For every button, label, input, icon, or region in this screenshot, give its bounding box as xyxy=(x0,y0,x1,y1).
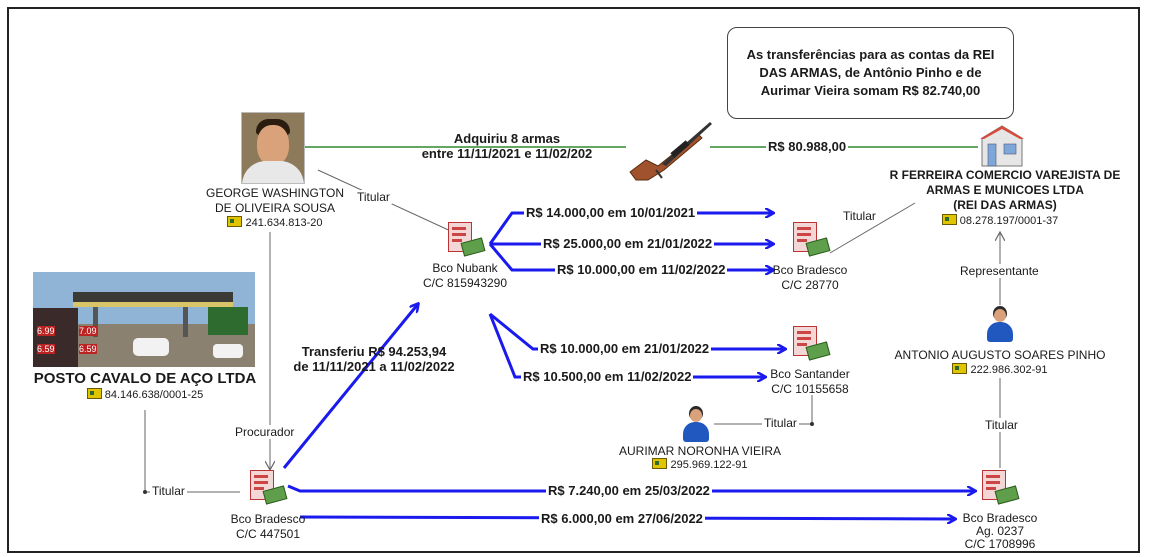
posto-sign-price-3: 6.59 xyxy=(37,344,55,354)
posto-cnpj: 84.146.638/0001-25 xyxy=(104,389,204,401)
antonio-cpf: 222.986.302-91 xyxy=(970,364,1048,376)
transfer-label-t6: R$ 7.240,00 em 25/03/2022 xyxy=(546,483,712,498)
rei-amount-label: R$ 80.988,00 xyxy=(766,139,849,154)
titular-rei-bradesco xyxy=(829,202,916,254)
aurimar-cpf: 295.969.122-91 xyxy=(670,459,748,471)
account-label-bradesco-28770: Bco Bradesco C/C 28770 xyxy=(772,263,848,292)
account-label-santander: Bco Santander C/C 10155658 xyxy=(770,367,850,396)
posto-sign-price-1: 6.99 xyxy=(37,326,55,336)
posto-name: POSTO CAVALO DE AÇO LTDA xyxy=(33,370,257,387)
account-label-nubank: Bco Nubank C/C 815943290 xyxy=(422,261,508,290)
summary-callout: As transferências para as contas da REI … xyxy=(727,27,1014,119)
account-icon-bradesco-28770 xyxy=(793,222,831,258)
procurador-label: Procurador xyxy=(233,425,297,439)
transfer-label-t2: R$ 25.000,00 em 21/01/2022 xyxy=(541,236,715,251)
george-photo xyxy=(241,112,305,184)
antonio-name: ANTONIO AUGUSTO SOARES PINHO xyxy=(894,348,1106,362)
transfer-arrow-t6 xyxy=(287,484,975,491)
rei-cnpj: 08.278.197/0001-37 xyxy=(959,215,1059,227)
id-card-icon xyxy=(227,216,243,227)
transfer-main-label: Transferiu R$ 94.253,94 de 11/11/2021 a … xyxy=(293,344,455,374)
rei-cnpj-row: 08.278.197/0001-37 xyxy=(935,214,1065,227)
person-icon-aurimar xyxy=(682,406,710,442)
titular-posto-line xyxy=(144,410,240,493)
account-icon-santander xyxy=(793,326,831,362)
transfer-label-t4: R$ 10.000,00 em 21/01/2022 xyxy=(538,341,712,356)
aurimar-cpf-row: 295.969.122-91 xyxy=(640,458,760,471)
summary-callout-text: As transferências para as contas da REI … xyxy=(746,47,995,98)
account-icon-nubank xyxy=(448,222,486,258)
account-icon-bradesco-0237 xyxy=(982,470,1020,506)
transfer-label-t3: R$ 10.000,00 em 11/02/2022 xyxy=(555,262,728,277)
id-card-icon xyxy=(941,214,957,225)
transfer-arrow-main xyxy=(282,304,418,469)
account-label-bradesco-0237: Bco Bradesco Ag. 0237 C/C 1708996 xyxy=(962,511,1038,551)
id-card-icon xyxy=(652,458,668,469)
titular-label-antonio: Titular xyxy=(983,418,1020,432)
posto-photo: 6.99 7.09 6.59 6.59 xyxy=(33,272,255,367)
person-icon-antonio xyxy=(986,306,1014,342)
account-label-bradesco-447501: Bco Bradesco C/C 447501 xyxy=(230,512,306,541)
rei-name: R FERREIRA COMERCIO VAREJISTA DE ARMAS E… xyxy=(889,168,1121,212)
antonio-cpf-row: 222.986.302-91 xyxy=(940,363,1060,376)
diagram-frame xyxy=(7,7,1140,553)
george-cpf: 241.634.813-20 xyxy=(245,217,323,229)
account-icon-bradesco-447501 xyxy=(250,470,288,506)
transfer-label-t7: R$ 6.000,00 em 27/06/2022 xyxy=(539,511,705,526)
posto-sign-price-4: 6.59 xyxy=(79,344,97,354)
building-icon xyxy=(980,125,1024,167)
rifle-icon xyxy=(629,122,712,181)
titular-label-posto: Titular xyxy=(150,484,187,498)
posto-cnpj-row: 84.146.638/0001-25 xyxy=(60,388,230,401)
george-name: GEORGE WASHINGTON DE OLIVEIRA SOUSA 241.… xyxy=(205,186,344,229)
id-card-icon xyxy=(952,363,968,374)
titular-label-rei: Titular xyxy=(841,209,878,223)
transfer-label-t5: R$ 10.500,00 em 11/02/2022 xyxy=(521,369,694,384)
titular-label-aurimar: Titular xyxy=(762,416,799,430)
representante-label: Representante xyxy=(958,264,1041,278)
posto-sign-price-2: 7.09 xyxy=(79,326,97,336)
purchase-label: Adquiriu 8 armas entre 11/11/2021 e 11/0… xyxy=(421,131,593,161)
aurimar-name: AURIMAR NORONHA VIEIRA xyxy=(618,444,782,458)
id-card-icon xyxy=(86,388,102,399)
titular-label-george: Titular xyxy=(355,190,392,204)
transfer-label-t1: R$ 14.000,00 em 10/01/2021 xyxy=(524,205,698,220)
